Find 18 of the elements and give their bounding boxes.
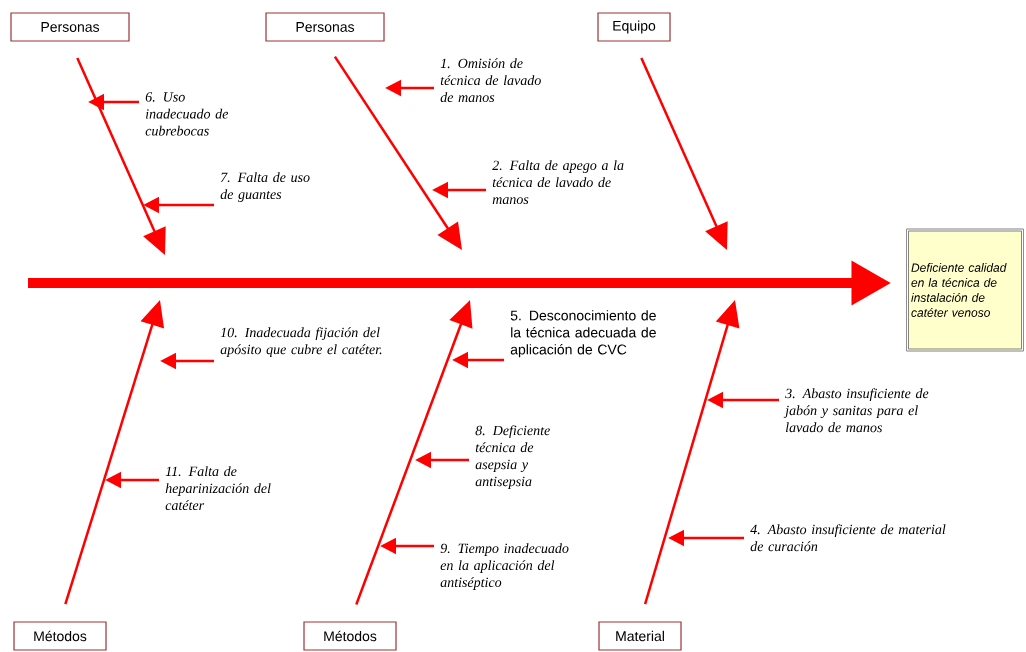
cause-text: 4. Abasto insuficiente de material de curación xyxy=(750,524,946,552)
cause-text: 5. Desconocimiento de la técnica adecuada de aplicación de CVC xyxy=(510,310,656,358)
cause-text: 6. Uso inadecuado de cubrebocas xyxy=(145,92,229,136)
category-box: Equipo xyxy=(597,12,671,42)
effect-box: Deficiente calidad en la técnica de instalación de catéter venoso xyxy=(906,228,1024,352)
cause-text: 3. Abasto insuficiente de jabón y sanitas para el lavado de manos xyxy=(783,388,929,433)
cause-text: 7. Falta de uso de guantes xyxy=(220,172,310,202)
cause-text: 9. Tiempo inadecuado en la aplicación del antiséptico xyxy=(440,543,569,590)
category-box: Métodos xyxy=(303,621,397,651)
cause-text: 8. Deficiente técnica de asepsia y antisepsia xyxy=(475,425,550,490)
category-box: Métodos xyxy=(13,621,107,651)
category-box: Personas xyxy=(265,12,385,42)
cause-text: 1. Omisión de técnica de lavado de manos xyxy=(440,58,541,103)
cause-text: 2. Falta de apego a la técnica de lavado de manos xyxy=(492,160,624,205)
cause-text: 11. Falta de heparinización del catéter xyxy=(165,466,271,511)
category-box: Personas xyxy=(10,12,130,42)
cause-text: 10. Inadecuada fijación del apósito que cubre el catéter. xyxy=(220,327,382,358)
category-box: Material xyxy=(598,621,682,651)
